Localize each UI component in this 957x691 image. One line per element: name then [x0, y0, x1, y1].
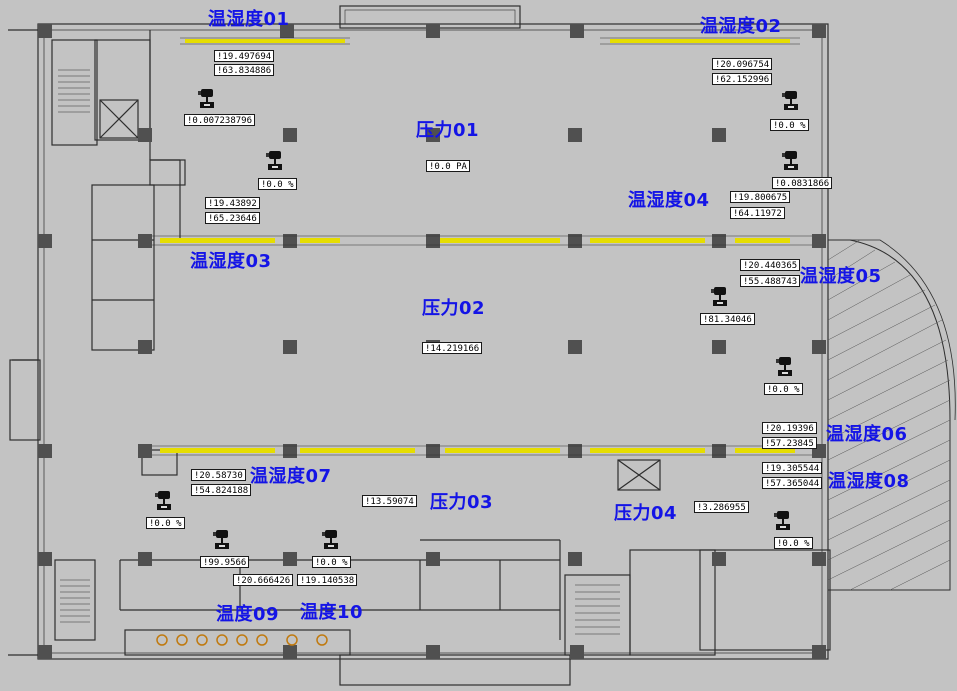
reading-wsd06-humidity[interactable]: !57.23845: [762, 437, 817, 449]
reading-sensor-c[interactable]: !0.0 %: [258, 178, 297, 190]
reading-wsd02-temp[interactable]: !20.096754: [712, 58, 773, 70]
zone-label-wsd06: 温湿度06: [826, 424, 908, 445]
reading-wsd03-temp[interactable]: !19.43892: [205, 197, 260, 209]
reading-sensor-e[interactable]: !81.34046: [700, 313, 755, 325]
zone-label-wd10: 温度10: [300, 602, 364, 623]
sensor-icon[interactable]: [266, 149, 284, 171]
sensor-icon[interactable]: [782, 89, 800, 111]
stairs: [58, 69, 620, 635]
reading-yl03-pressure[interactable]: !13.59074: [362, 495, 417, 507]
reading-wsd08-temp[interactable]: !19.305544: [762, 462, 823, 474]
reading-sensor-g[interactable]: !0.0 %: [146, 517, 185, 529]
reading-wsd02-humidity[interactable]: !62.152996: [712, 73, 773, 85]
reading-wd10-temp[interactable]: !19.140538: [297, 574, 358, 586]
reading-wsd04-temp[interactable]: !19.800675: [730, 191, 791, 203]
zone-label-wsd02: 温湿度02: [700, 16, 782, 37]
sensor-icon[interactable]: [774, 509, 792, 531]
ramp-hatch: [827, 239, 956, 591]
tables: [156, 634, 328, 646]
reading-wsd05-humidity[interactable]: !55.488743: [740, 275, 801, 287]
sensor-icon[interactable]: [776, 355, 794, 377]
sensor-icon[interactable]: [155, 489, 173, 511]
reading-yl01-pressure[interactable]: !0.0 PA: [426, 160, 470, 172]
zone-label-yl03: 压力03: [430, 492, 494, 513]
sensor-icon[interactable]: [322, 528, 340, 550]
zone-label-wsd03: 温湿度03: [190, 251, 272, 272]
lights: [160, 39, 795, 453]
zone-label-wsd04: 温湿度04: [628, 190, 710, 211]
reading-wd09-temp[interactable]: !20.666426: [233, 574, 294, 586]
reading-wsd05-temp[interactable]: !20.440365: [740, 259, 801, 271]
sensor-icon[interactable]: [198, 87, 216, 109]
reading-wsd01-temp[interactable]: !19.497694: [214, 50, 275, 62]
reading-yl02-pressure[interactable]: !14.219166: [422, 342, 483, 354]
zone-label-yl04: 压力04: [614, 503, 678, 524]
reading-sensor-d[interactable]: !0.0831866: [772, 177, 833, 189]
zone-label-wsd05: 温湿度05: [800, 266, 882, 287]
reading-wsd07-humidity[interactable]: !54.824188: [191, 484, 252, 496]
zone-label-wsd01: 温湿度01: [208, 9, 290, 30]
walls: [8, 5, 831, 686]
light-rows: [152, 37, 812, 456]
reading-wsd08-humidity[interactable]: !57.365044: [762, 477, 823, 489]
reading-sensor-j[interactable]: !0.0 %: [312, 556, 351, 568]
reading-wsd06-temp[interactable]: !20.19396: [762, 422, 817, 434]
reading-sensor-a[interactable]: !0.007238796: [184, 114, 256, 126]
sensor-icon[interactable]: [782, 149, 800, 171]
reading-sensor-b[interactable]: !0.0 %: [770, 119, 809, 131]
zone-label-yl01: 压力01: [416, 120, 480, 141]
reading-sensor-f[interactable]: !0.0 %: [764, 383, 803, 395]
reading-wsd04-humidity[interactable]: !64.11972: [730, 207, 785, 219]
reading-wsd01-humidity[interactable]: !63.834886: [214, 64, 275, 76]
reading-yl04-pressure[interactable]: !3.286955: [694, 501, 749, 513]
reading-wsd07-temp[interactable]: !20.58730: [191, 469, 246, 481]
zone-label-wsd08: 温湿度08: [828, 471, 910, 492]
sensor-icon[interactable]: [213, 528, 231, 550]
reading-sensor-i[interactable]: !99.9566: [200, 556, 250, 568]
reading-wsd03-humidity[interactable]: !65.23646: [205, 212, 260, 224]
zone-label-yl02: 压力02: [422, 298, 486, 319]
sensor-icon[interactable]: [711, 285, 729, 307]
zone-label-wsd07: 温湿度07: [250, 466, 332, 487]
zone-label-wd09: 温度09: [216, 604, 280, 625]
reading-sensor-h[interactable]: !0.0 %: [774, 537, 813, 549]
